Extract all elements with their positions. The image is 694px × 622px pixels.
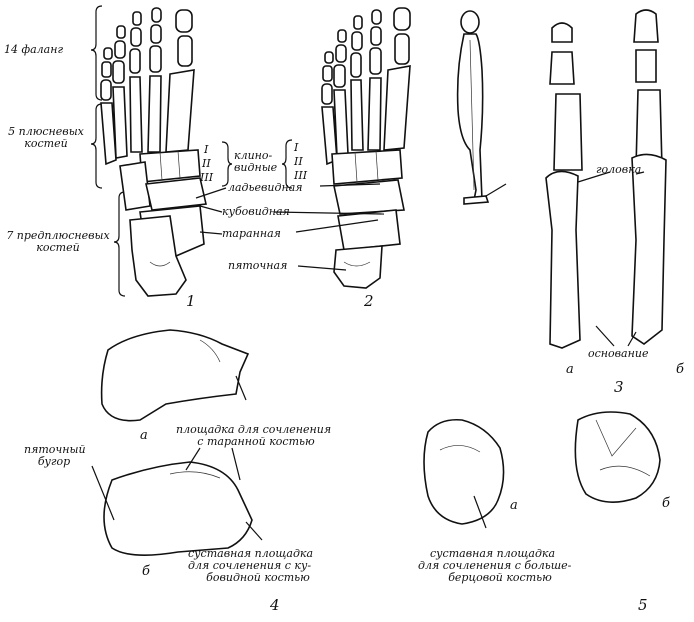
label-roman-2-p2: II: [294, 155, 303, 168]
label-cuboid-facet-1: суставная площадка: [188, 547, 314, 560]
panel-number-5: 5: [638, 596, 648, 614]
panel-number-3: 3: [614, 378, 624, 396]
panel-4-sub-b: б: [142, 564, 150, 579]
human-silhouette: [456, 10, 507, 205]
panel-3-bones: [545, 9, 667, 349]
label-cuneiform-1: клино-: [234, 149, 273, 162]
label-tuber-2: бугор: [37, 455, 71, 468]
label-roman-1-p2: I: [294, 141, 299, 154]
label-roman-1-p1: I: [204, 143, 209, 156]
panel-4-sub-a: а: [140, 428, 148, 443]
label-head: головка: [596, 163, 642, 176]
label-talar-facet-1: площадка для сочленения: [176, 423, 332, 436]
panel-number-1: 1: [186, 292, 196, 310]
toe-bones-2: [321, 7, 411, 166]
label-metatarsals-2: костей: [24, 137, 68, 150]
bracket-metatarsals: [90, 103, 103, 189]
bracket-tarsals: [113, 191, 126, 297]
panel-5-sub-a: а: [510, 498, 518, 513]
panel-5-sub-b: б: [662, 496, 670, 511]
panel-5-talus: [423, 411, 661, 529]
label-cuneiform-2: видные: [234, 161, 278, 174]
label-phalanges: 14 фаланг: [4, 43, 64, 56]
label-talar-facet-2: с таранной костью: [197, 435, 315, 448]
label-calcaneus: пяточная: [228, 259, 288, 272]
panel-3-sub-b: б: [676, 362, 684, 377]
label-cuboid-facet-3: бовидной костью: [206, 571, 310, 584]
label-tibial-facet-3: берцовой костью: [448, 571, 552, 584]
label-base: основание: [588, 347, 649, 360]
label-roman-2-p1: II: [202, 157, 211, 170]
bracket-cuneiform-2: [281, 139, 293, 189]
label-tarsals-1: 7 предплюсневых: [6, 229, 110, 242]
label-tuber-1: пяточный: [24, 443, 86, 456]
panel-4-calcaneus: [91, 329, 263, 556]
label-roman-3-p1: III: [200, 171, 214, 184]
panel-number-4: 4: [270, 596, 280, 614]
label-roman-3-p2: III: [294, 169, 308, 182]
label-tibial-facet-2: для сочленения с больше-: [418, 559, 572, 572]
panel-3-sub-a: а: [566, 362, 574, 377]
bracket-cuneiform-1: [221, 141, 233, 187]
label-cuboid-facet-2: для сочленения с ку-: [188, 559, 312, 572]
label-talus: таранная: [222, 227, 281, 240]
label-cuboid: кубовидная: [222, 205, 290, 218]
panel-2-foot-skeleton: [221, 7, 411, 289]
bracket-phalanges: [90, 5, 103, 101]
label-tarsals-2: костей: [36, 241, 80, 254]
tarsal-bones-1: [119, 149, 207, 297]
label-metatarsals-1: 5 плюсневых: [8, 125, 84, 138]
panel-1-foot-skeleton: [90, 5, 207, 297]
label-tibial-facet-1: суставная площадка: [430, 547, 556, 560]
label-navicular: ладьевидная: [228, 181, 303, 194]
panel-number-2: 2: [364, 292, 374, 310]
tarsal-bones-2: [331, 149, 405, 289]
toe-bones-1: [100, 7, 195, 166]
